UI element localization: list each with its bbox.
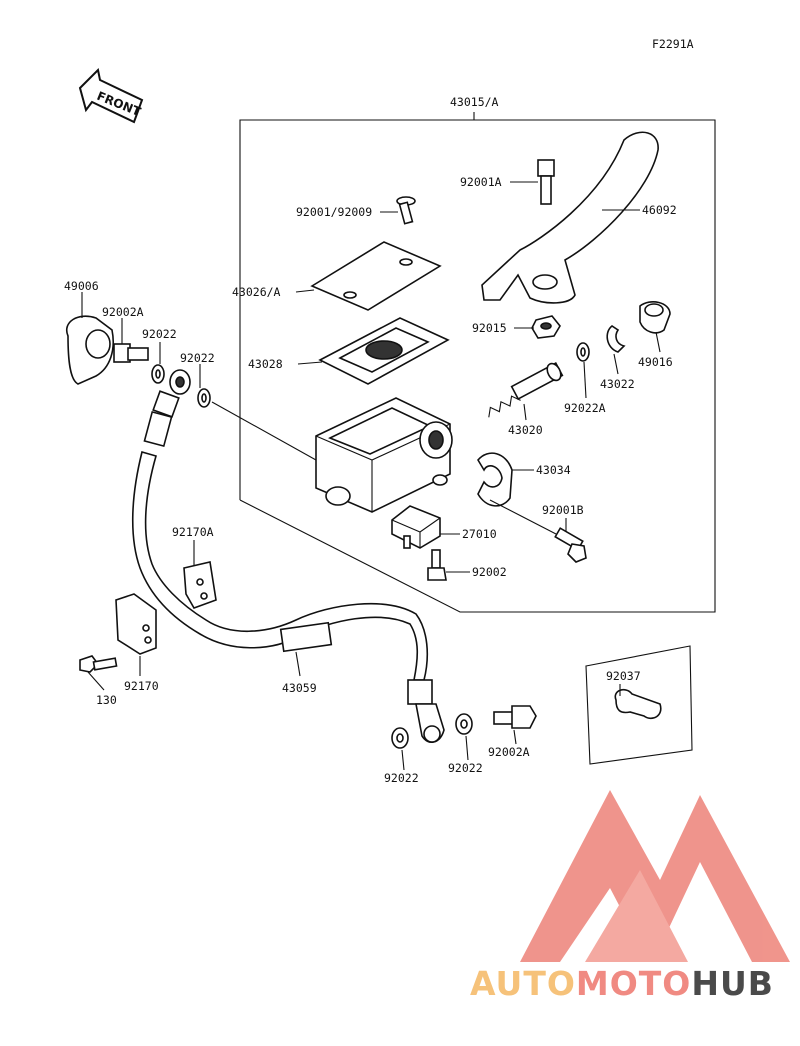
label-49006: 49006	[64, 279, 99, 293]
watermark-logo	[520, 790, 790, 962]
master-cylinder-body	[315, 397, 453, 513]
clamp-92170a	[183, 540, 217, 609]
washer-92022a	[576, 342, 590, 399]
label-92002a-top: 92002A	[102, 305, 144, 319]
label-92022a: 92022A	[564, 401, 606, 415]
cap-49006	[65, 292, 114, 385]
label-130: 130	[96, 693, 117, 707]
label-92002: 92002	[472, 565, 507, 579]
label-92022-bot1: 92022	[384, 771, 419, 785]
figure-code: F2291A	[652, 37, 694, 51]
nut-92015	[514, 315, 561, 339]
bolt-92002a-top	[113, 318, 149, 363]
bolt-92002	[427, 549, 470, 581]
washer-92022-bot1	[391, 727, 409, 771]
label-43034: 43034	[536, 463, 571, 477]
label-43028: 43028	[248, 357, 283, 371]
watermark-part2: MOTO	[576, 964, 691, 1003]
svg-text:AUTOMOTOHUB: AUTOMOTOHUB	[470, 964, 774, 1003]
label-27010: 27010	[462, 527, 497, 541]
bolt-92002a-bottom	[493, 705, 537, 745]
label-92001-92009: 92001/92009	[296, 205, 372, 219]
washer-92022-top1	[151, 342, 165, 384]
washer-92022-top2	[197, 364, 211, 408]
label-92170a: 92170A	[172, 525, 214, 539]
label-92001a: 92001A	[460, 175, 502, 189]
bolt-92001a	[510, 159, 555, 205]
switch-27010	[391, 505, 460, 549]
label-43059: 43059	[282, 681, 317, 695]
boot-49016	[639, 301, 671, 353]
watermark-part1: AUTO	[470, 964, 576, 1003]
watermark-text: AUTOMOTOHUB	[470, 964, 774, 1003]
circlip-43022	[606, 325, 626, 375]
diaphragm-43028	[297, 317, 450, 385]
bolt-92001b	[489, 499, 587, 563]
cap-43026a	[295, 241, 442, 311]
label-92037: 92037	[606, 669, 641, 683]
label-43022: 43022	[600, 377, 635, 391]
piston-43020	[488, 362, 564, 421]
label-49016: 49016	[638, 355, 673, 369]
label-92022-top1: 92022	[142, 327, 177, 341]
label-92001b: 92001B	[542, 503, 584, 517]
label-46092: 46092	[642, 203, 677, 217]
assembly-box	[239, 112, 716, 613]
clamp-43034	[477, 452, 534, 507]
label-92170: 92170	[124, 679, 159, 693]
leader-hose-to-body	[211, 401, 317, 461]
screw-92001-92009	[380, 196, 416, 225]
watermark-part3: HUB	[691, 964, 774, 1003]
bolt-130	[79, 655, 118, 691]
label-92022-top2: 92022	[180, 351, 215, 365]
front-arrow-icon: FRONT	[78, 67, 143, 124]
clip-92037	[585, 645, 693, 765]
label-43026a: 43026/A	[232, 285, 281, 299]
label-92022-bot2: 92022	[448, 761, 483, 775]
lever-46092	[481, 131, 659, 304]
hose-43059	[131, 369, 445, 743]
label-43015a: 43015/A	[450, 95, 499, 109]
washer-92022-bot2	[455, 713, 473, 761]
label-43020: 43020	[508, 423, 543, 437]
label-92015: 92015	[472, 321, 507, 335]
label-92002a-bottom: 92002A	[488, 745, 530, 759]
clamp-92170	[115, 593, 157, 676]
